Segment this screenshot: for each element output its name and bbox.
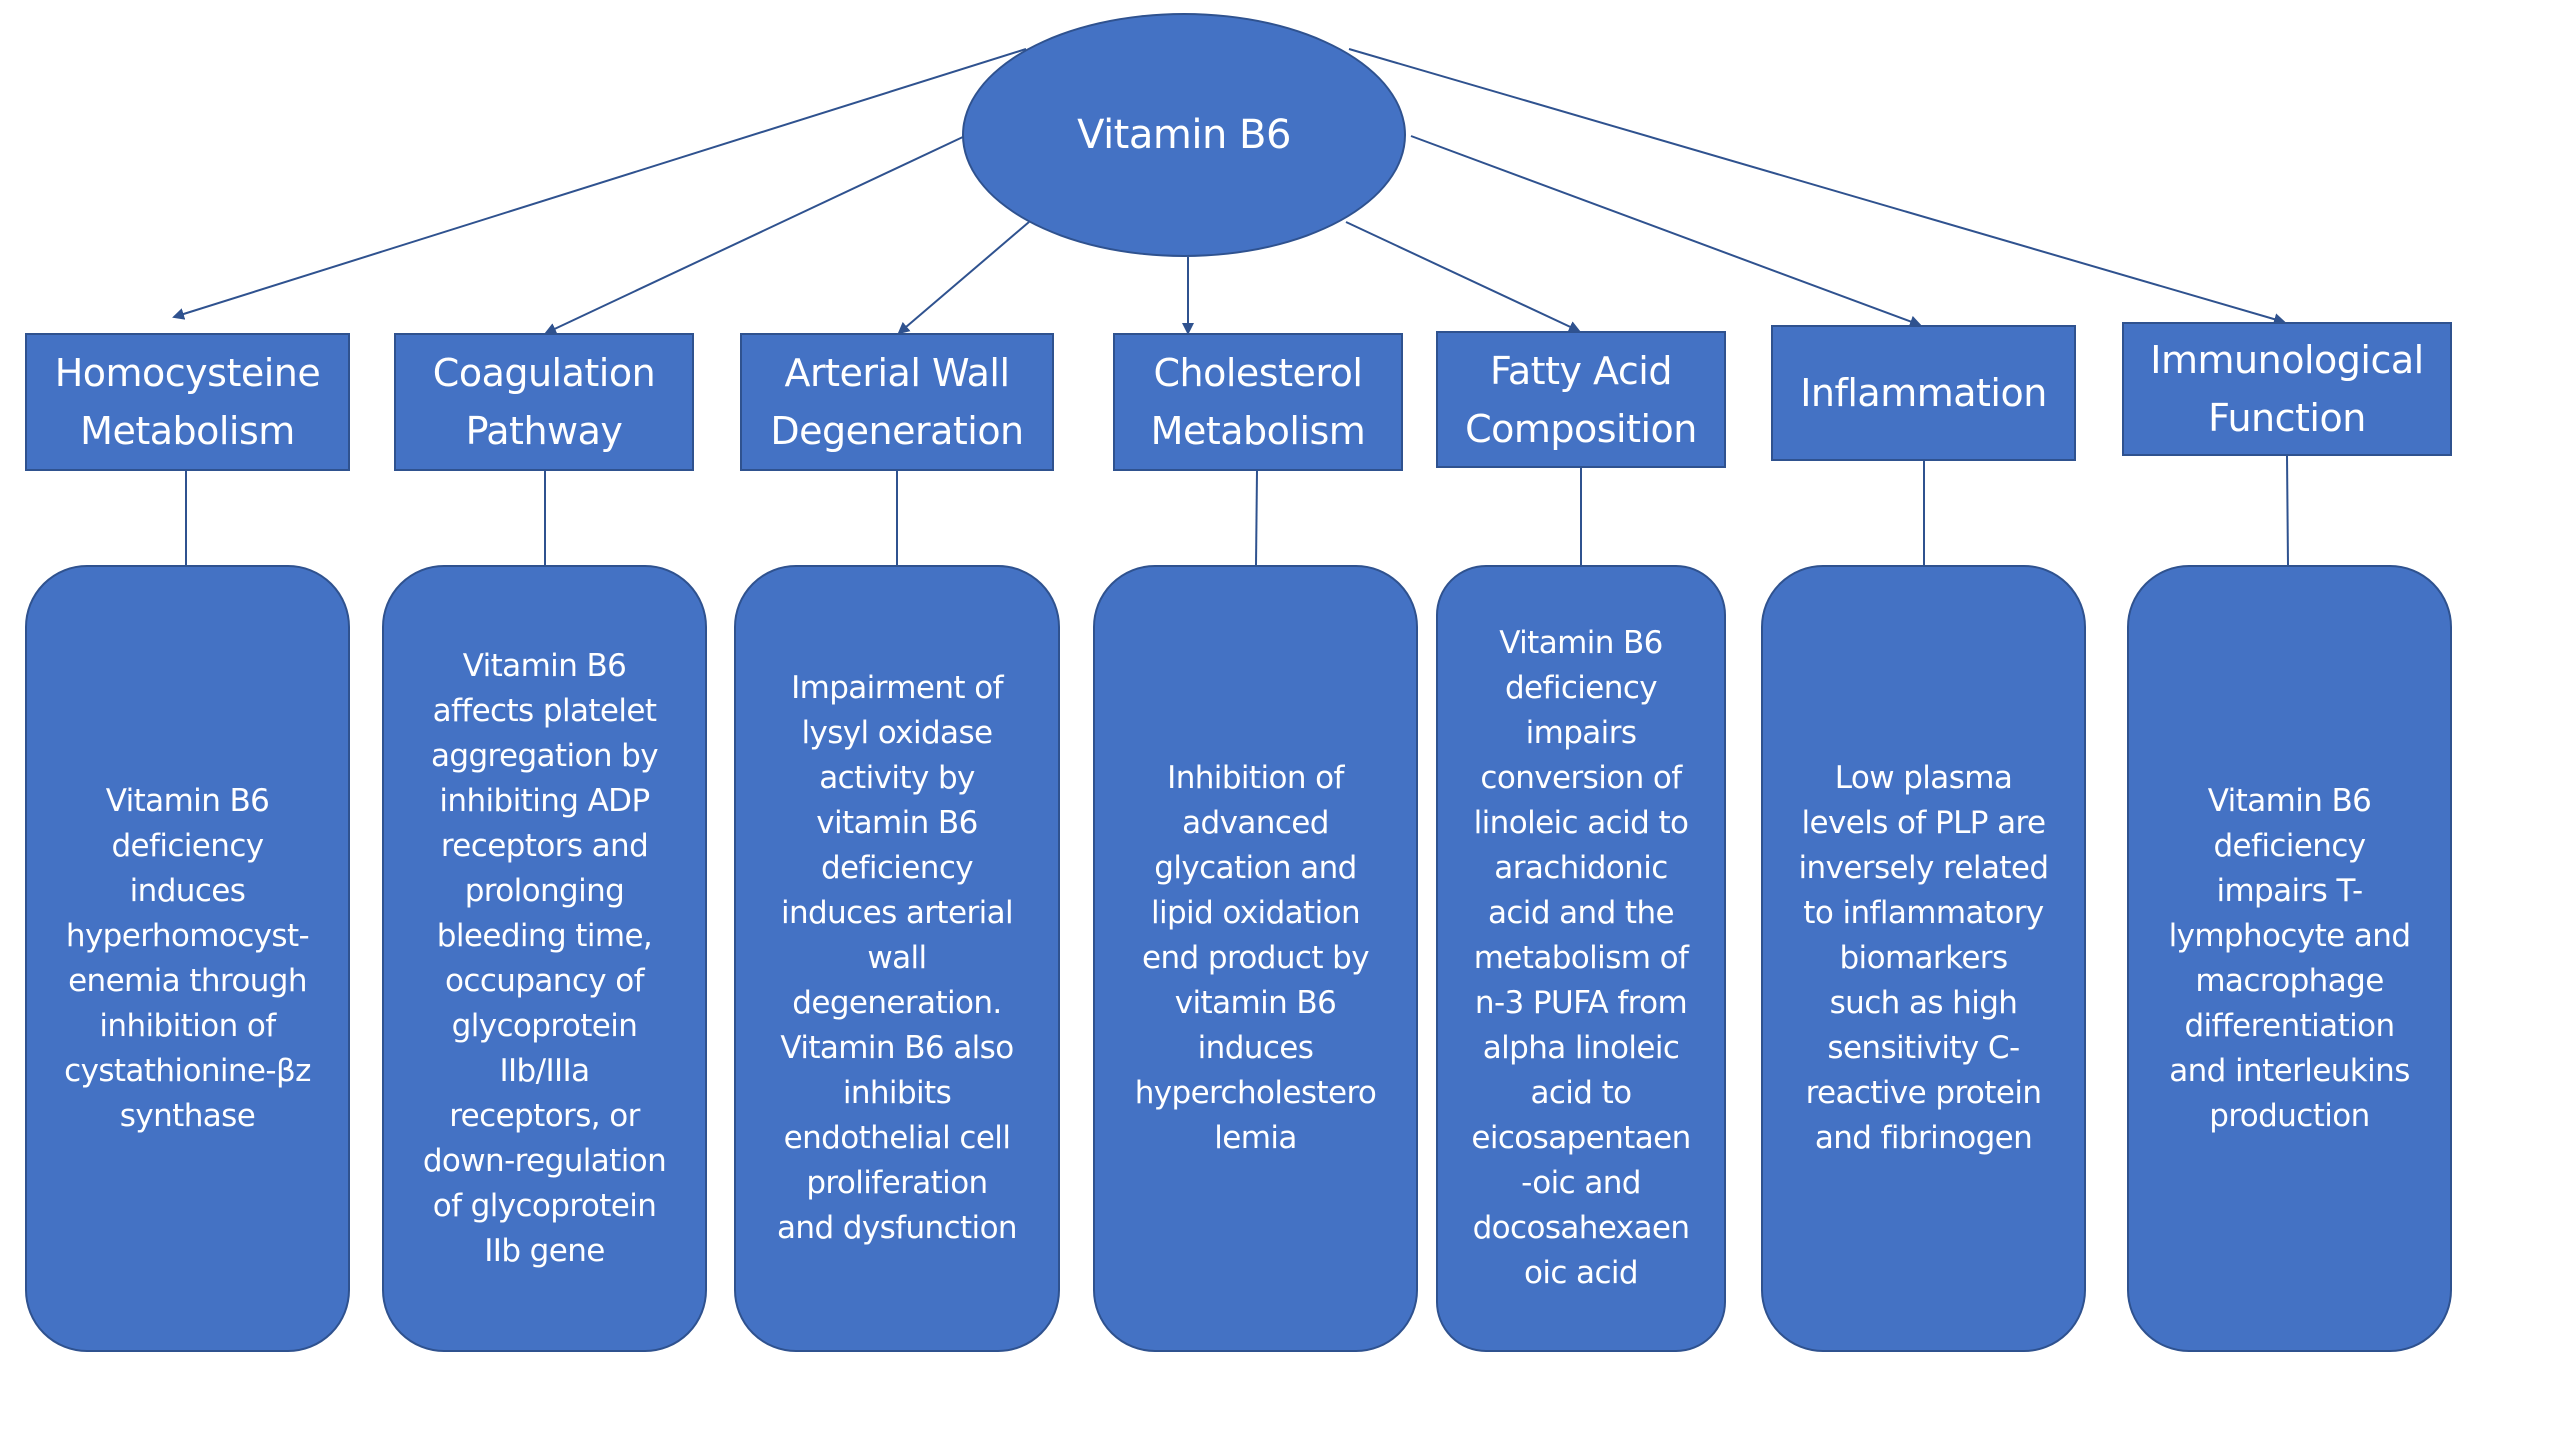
category-title: Fatty Acid Composition <box>1465 348 1697 451</box>
detail-text: Low plasma levels of PLP are inversely r… <box>1798 760 2050 1156</box>
category-title: Cholesterol Metabolism <box>1150 351 1366 453</box>
category-cholesterol-metabolism: Cholesterol Metabolism <box>1113 333 1403 471</box>
detail-text: Vitamin B6 deficiency impairs T- lymphoc… <box>2168 782 2411 1134</box>
category-immunological-function: Immunological Function <box>2122 322 2452 456</box>
category-title: Immunological Function <box>2150 338 2424 440</box>
category-title: Homocysteine Metabolism <box>54 351 321 453</box>
category-title: Inflammation <box>1800 371 2047 415</box>
arrow-to-homocysteine <box>172 48 1027 320</box>
arrow-to-immunological <box>1348 48 2286 325</box>
category-title: Arterial Wall Degeneration <box>770 351 1024 453</box>
vitamin-b6-root-node: Vitamin B6 <box>962 13 1406 257</box>
arrow-to-coagulation <box>544 135 966 335</box>
arrow-to-fatty-acid <box>1345 221 1581 333</box>
category-title: Coagulation Pathway <box>432 351 656 453</box>
arrow-to-inflammation <box>1410 135 1922 328</box>
detail-arterial-wall-degeneration: Impairment of lysyl oxidase activity by … <box>734 565 1060 1352</box>
link-immunological <box>2286 455 2289 566</box>
detail-text: Vitamin B6 affects platelet aggregation … <box>422 647 667 1269</box>
category-homocysteine-metabolism: Homocysteine Metabolism <box>25 333 350 471</box>
detail-inflammation: Low plasma levels of PLP are inversely r… <box>1761 565 2086 1352</box>
detail-text: Inhibition of advanced glycation and lip… <box>1134 760 1377 1156</box>
detail-text: Vitamin B6 deficiency impairs conversion… <box>1471 625 1691 1291</box>
detail-fatty-acid-composition: Vitamin B6 deficiency impairs conversion… <box>1436 565 1726 1352</box>
link-cholesterol <box>1255 470 1258 566</box>
arrow-to-arterial-wall <box>897 221 1030 335</box>
detail-coagulation-pathway: Vitamin B6 affects platelet aggregation … <box>382 565 707 1352</box>
category-fatty-acid-composition: Fatty Acid Composition <box>1436 331 1726 468</box>
detail-text: Vitamin B6 deficiency induces hyperhomoc… <box>64 782 311 1134</box>
category-inflammation: Inflammation <box>1771 325 2076 461</box>
root-label: Vitamin B6 <box>1077 112 1291 158</box>
category-coagulation-pathway: Coagulation Pathway <box>394 333 694 471</box>
detail-immunological-function: Vitamin B6 deficiency impairs T- lymphoc… <box>2127 565 2452 1352</box>
category-arterial-wall-degeneration: Arterial Wall Degeneration <box>740 333 1054 471</box>
detail-homocysteine-metabolism: Vitamin B6 deficiency induces hyperhomoc… <box>25 565 350 1352</box>
detail-text: Impairment of lysyl oxidase activity by … <box>777 670 1018 1246</box>
detail-cholesterol-metabolism: Inhibition of advanced glycation and lip… <box>1093 565 1418 1352</box>
